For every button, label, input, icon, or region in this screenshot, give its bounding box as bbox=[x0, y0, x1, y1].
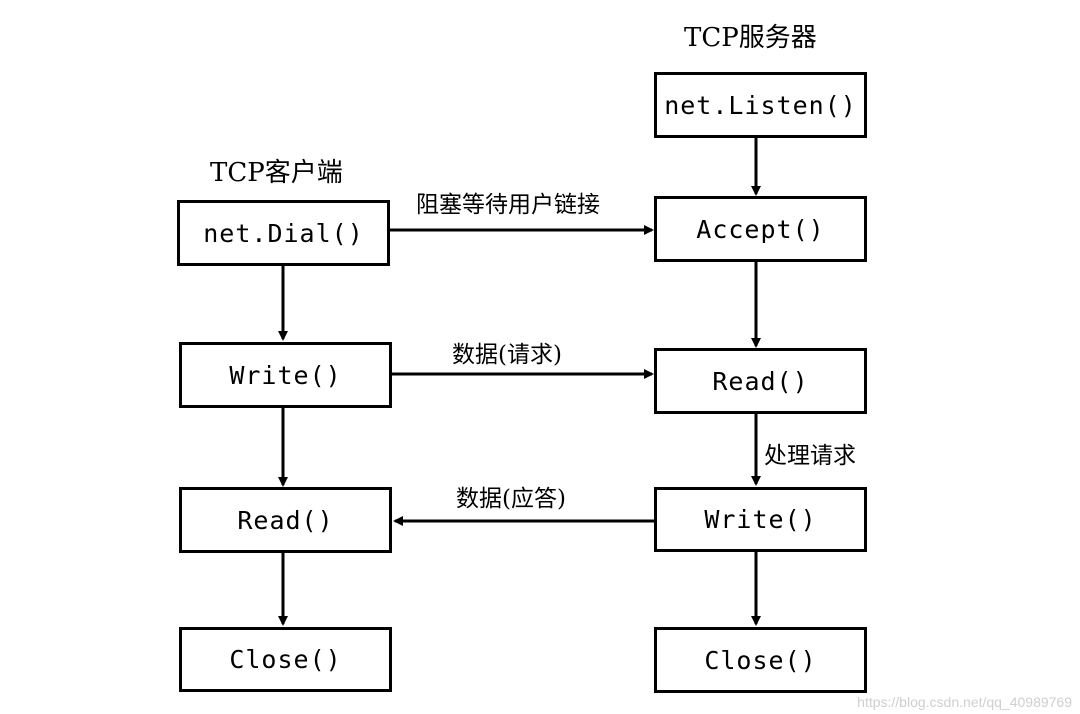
server-accept-box: Accept() bbox=[654, 196, 867, 262]
request-label: 数据(请求) bbox=[452, 342, 562, 368]
client-close-box: Close() bbox=[179, 627, 392, 692]
client-title: TCP客户端 bbox=[210, 158, 343, 188]
connect-label: 阻塞等待用户链接 bbox=[416, 192, 600, 218]
watermark-text: https://blog.csdn.net/qq_40989769 bbox=[857, 694, 1072, 710]
process-label: 处理请求 bbox=[764, 443, 856, 469]
client-write-box: Write() bbox=[179, 342, 392, 408]
server-read-box: Read() bbox=[654, 348, 867, 414]
client-read-box: Read() bbox=[179, 487, 392, 553]
server-title: TCP服务器 bbox=[684, 23, 817, 53]
server-listen-box: net.Listen() bbox=[654, 72, 867, 138]
response-label: 数据(应答) bbox=[456, 486, 566, 512]
server-write-box: Write() bbox=[654, 487, 867, 552]
server-close-box: Close() bbox=[654, 627, 867, 693]
client-dial-box: net.Dial() bbox=[177, 200, 390, 266]
